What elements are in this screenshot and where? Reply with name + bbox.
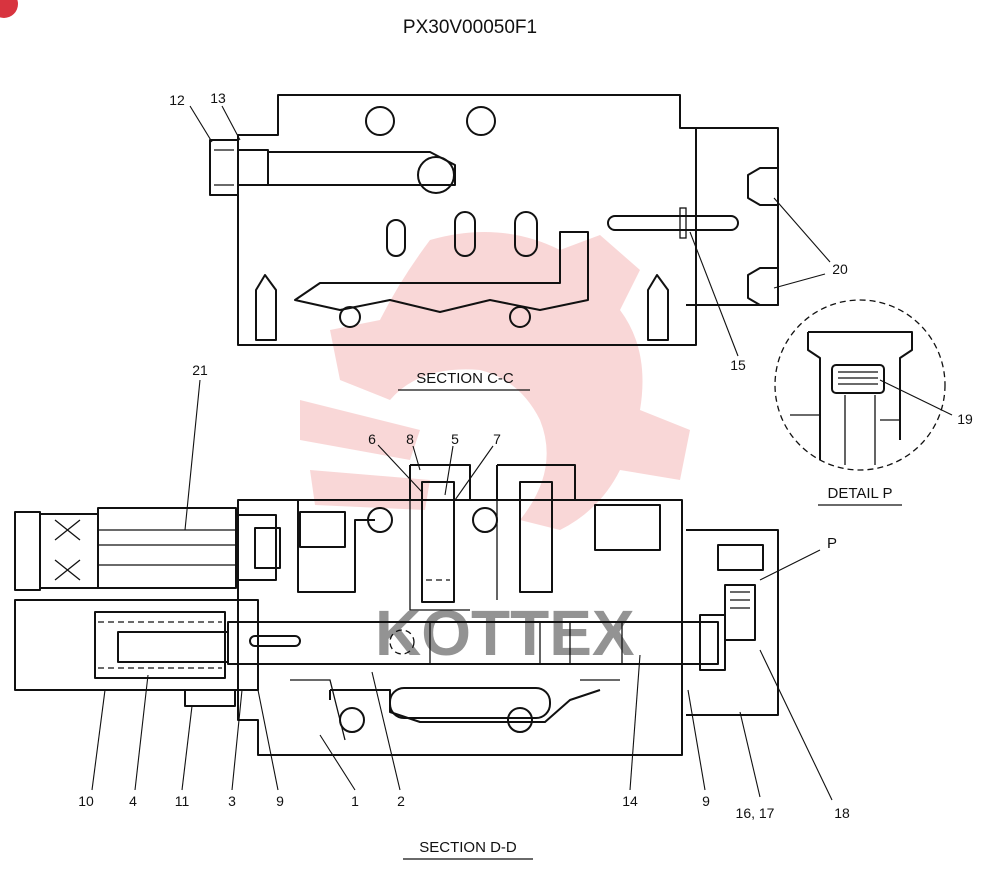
callout-9-right: 9 — [702, 793, 710, 809]
section-dd-view — [14, 464, 779, 756]
callout-1: 1 — [351, 793, 359, 809]
callout-12: 12 — [169, 92, 185, 108]
callout-16-17: 16, 17 — [736, 805, 775, 821]
detail-p-label: DETAIL P — [827, 485, 892, 502]
callout-20: 20 — [832, 261, 848, 277]
drawing-number: PX30V00050F1 — [403, 17, 537, 38]
callout-p: P — [827, 535, 837, 552]
callout-21: 21 — [192, 362, 208, 378]
callout-19: 19 — [957, 411, 973, 427]
watermark-logo: KOTTEX — [300, 232, 690, 669]
callout-6: 6 — [368, 431, 376, 447]
section-cc-label: SECTION C-C — [416, 370, 514, 387]
section-dd-label: SECTION D-D — [419, 839, 517, 856]
section-cc-view — [209, 94, 779, 346]
callout-7: 7 — [493, 431, 501, 447]
callout-5: 5 — [451, 431, 459, 447]
callout-10: 10 — [78, 793, 94, 809]
callout-18: 18 — [834, 805, 850, 821]
callout-4: 4 — [129, 793, 137, 809]
corner-badge — [0, 0, 18, 18]
callout-11: 11 — [175, 793, 190, 809]
callout-labels: 12 13 20 15 19 21 6 8 5 7 P 10 4 11 3 9 … — [78, 90, 973, 821]
callout-9-left: 9 — [276, 793, 284, 809]
callout-13: 13 — [210, 90, 226, 106]
callout-8: 8 — [406, 431, 414, 447]
callout-15: 15 — [730, 357, 746, 373]
callout-2: 2 — [397, 793, 405, 809]
leader-lines — [91, 105, 953, 801]
callout-14: 14 — [622, 793, 638, 809]
callout-3: 3 — [228, 793, 236, 809]
detail-p-view — [774, 299, 946, 471]
watermark-text: KOTTEX — [375, 597, 635, 669]
